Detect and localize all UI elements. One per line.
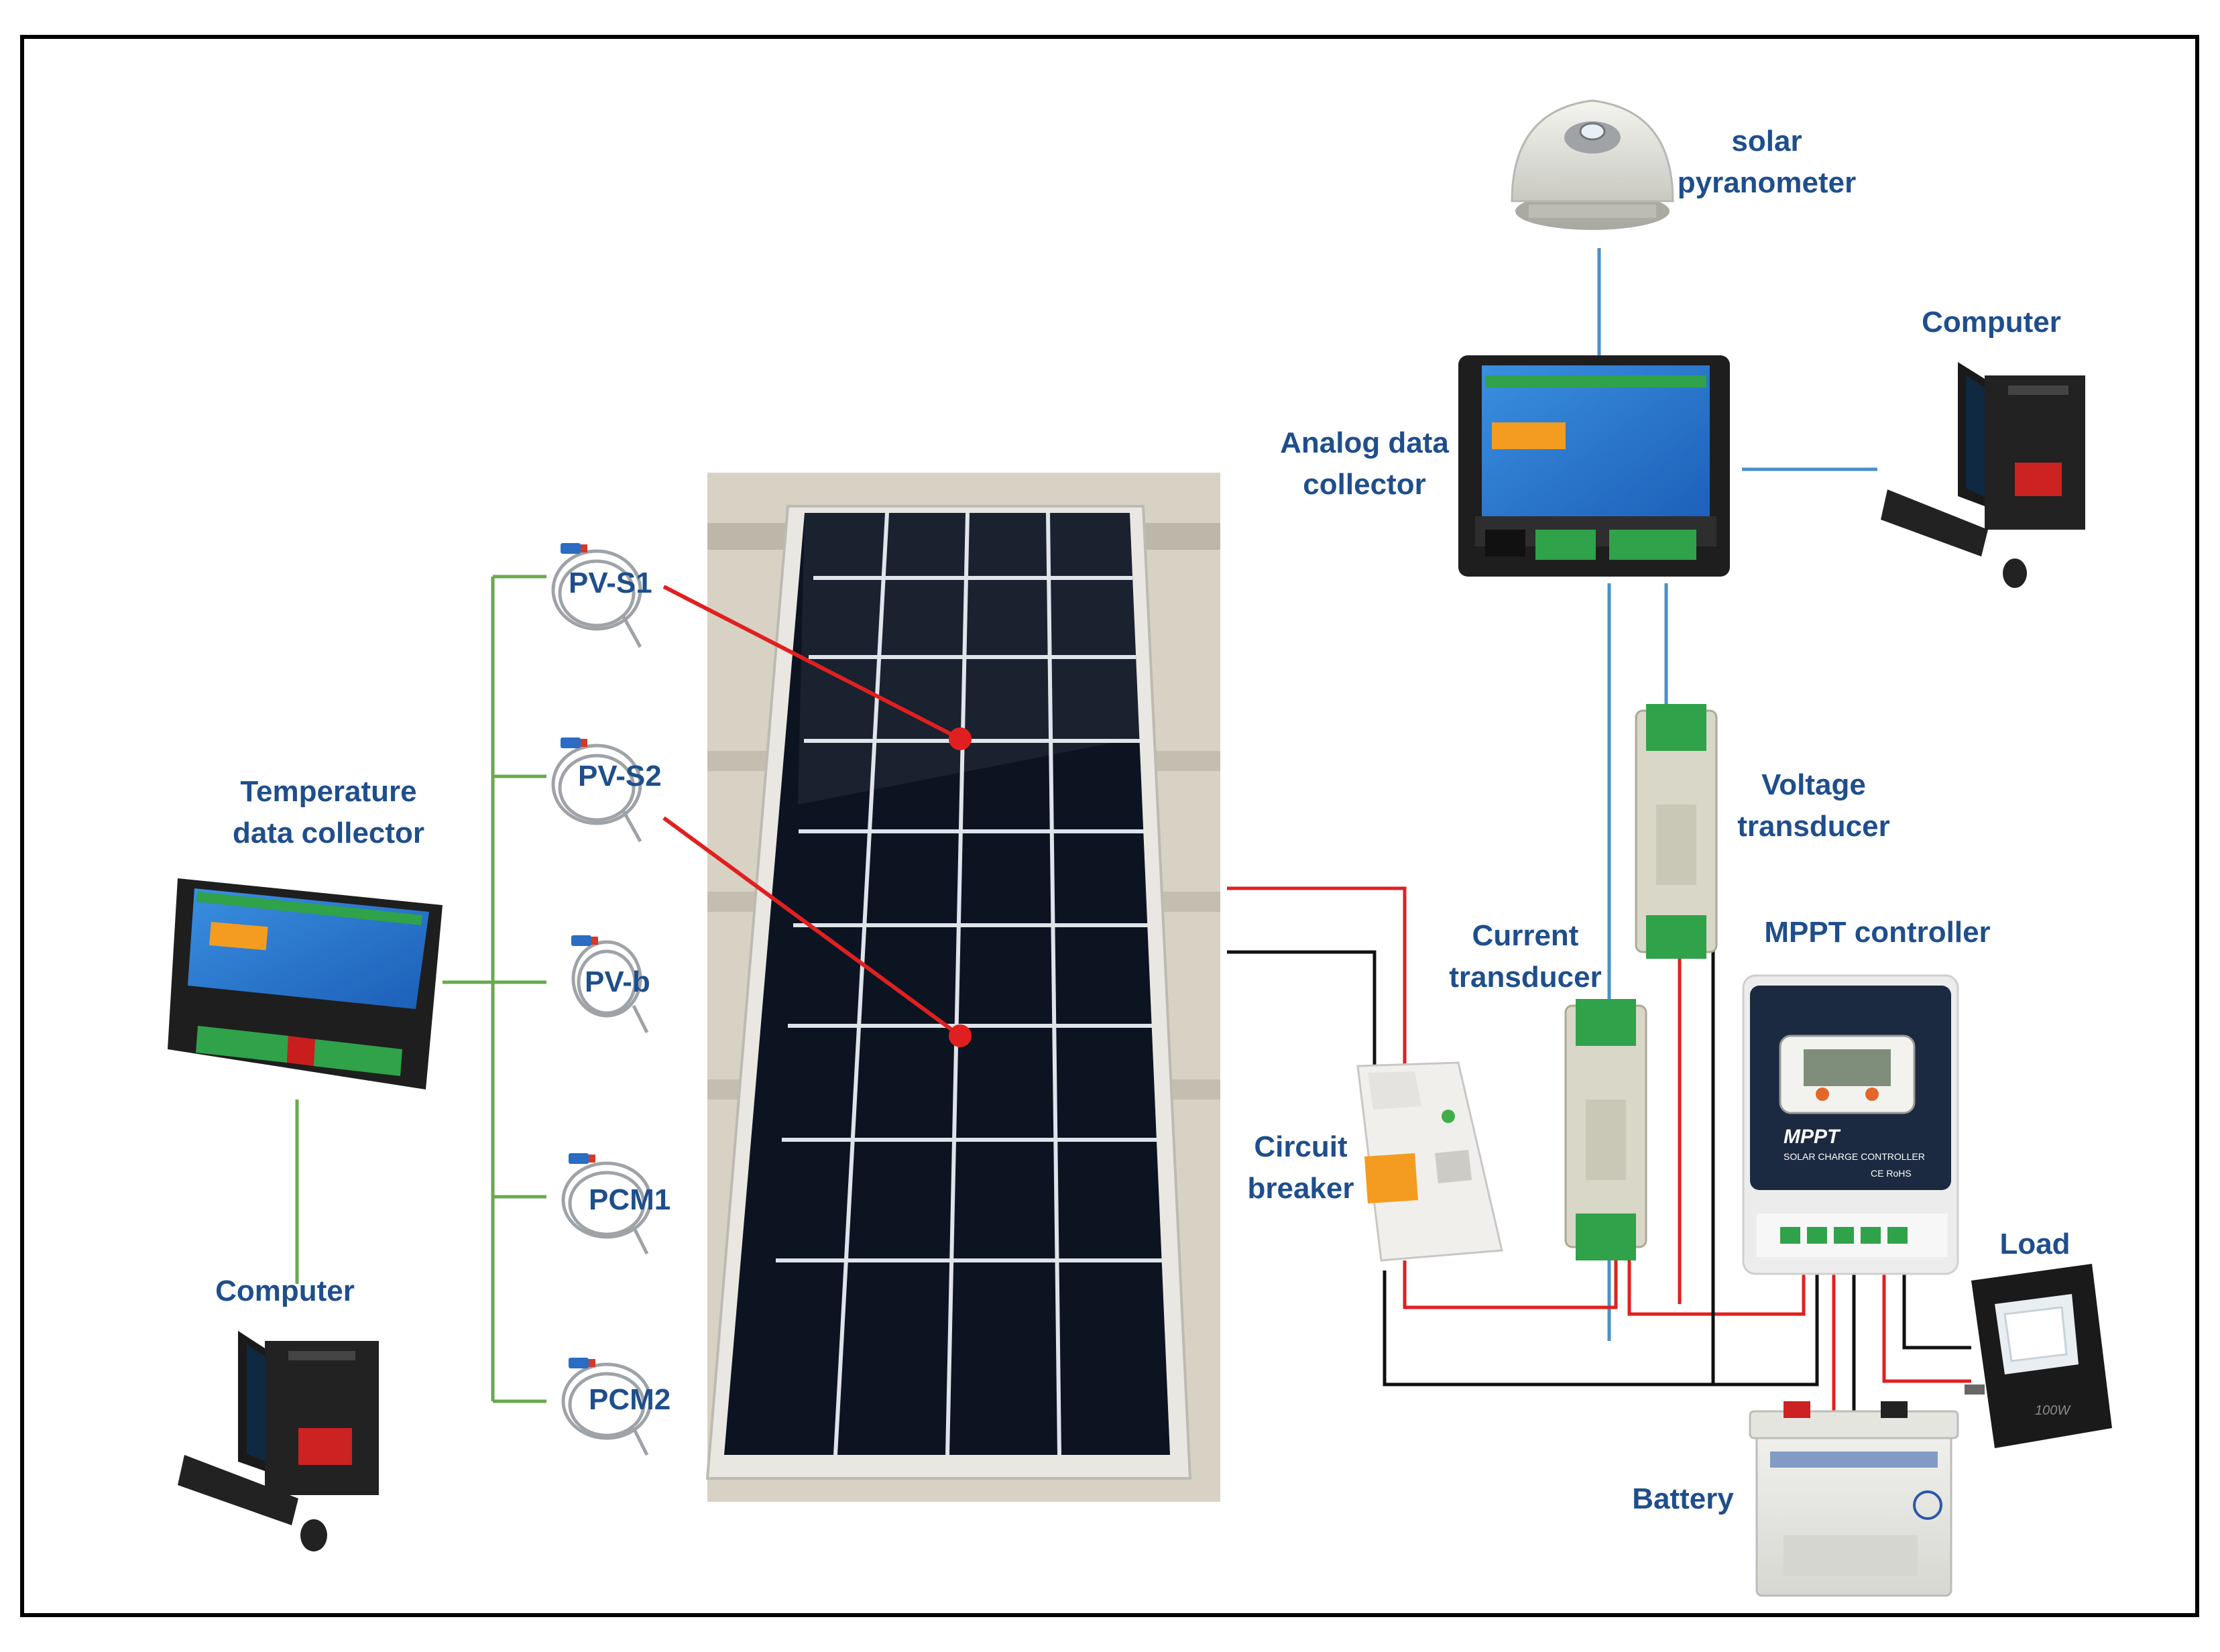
- current-transducer-label: Current transducer: [1432, 915, 1619, 998]
- battery-label: Battery: [1632, 1482, 1734, 1515]
- solar-pyranometer-label-line2: pyranometer: [1677, 166, 1857, 199]
- analog-collector-device: [1458, 355, 1730, 577]
- computer-left-label: Computer: [215, 1275, 355, 1307]
- probe-pv-s1: [551, 549, 642, 648]
- voltage-transducer-device: [1635, 704, 1718, 959]
- temperature-collector-label-line2: data collector: [232, 817, 425, 849]
- sensor-label-pv-s2: PV-S2: [578, 760, 662, 792]
- probe-pcm2: [561, 1362, 652, 1456]
- sensor-label-pv-s1: PV-S1: [569, 567, 652, 599]
- load-floodlight-device: [1965, 1264, 2112, 1448]
- load-rating: 100W: [2035, 1403, 2071, 1418]
- probe-pv-b: [571, 940, 649, 1034]
- positive-wiring: [1227, 886, 1971, 1415]
- current-transducer-label-line1: Current: [1472, 919, 1579, 952]
- probe-plugs: [561, 543, 591, 1368]
- analog-collector-label-line1: Analog data: [1280, 426, 1449, 459]
- sensor-label-pcm2: PCM2: [589, 1383, 671, 1416]
- voltage-transducer-label: Voltage transducer: [1720, 764, 1908, 847]
- solar-panel: [705, 473, 1220, 1502]
- temperature-collector-device: [168, 878, 443, 1089]
- current-transducer-device: [1564, 999, 1647, 1260]
- battery-device: [1749, 1401, 1959, 1597]
- analog-collector-label-line2: collector: [1303, 468, 1426, 501]
- circuit-breaker-label: Circuit breaker: [1234, 1126, 1368, 1210]
- circuit-breaker-label-line1: Circuit: [1254, 1130, 1348, 1163]
- sensor-placement-pointers: [662, 585, 972, 1047]
- voltage-transducer-label-line1: Voltage: [1761, 768, 1866, 801]
- current-transducer-label-line2: transducer: [1449, 961, 1602, 994]
- circuit-breaker-label-line2: breaker: [1247, 1172, 1354, 1205]
- solar-pyranometer-label: solar pyranometer: [1670, 121, 1864, 204]
- temperature-sensor-wiring: [295, 575, 546, 1403]
- temperature-collector-label-line1: Temperature: [240, 775, 417, 808]
- mppt-logo: MPPT: [1784, 1126, 1841, 1148]
- temperature-collector-label: Temperature data collector: [215, 771, 443, 854]
- sensor-label-pv-b: PV-b: [585, 965, 650, 998]
- solar-pyranometer-label-line1: solar: [1731, 125, 1802, 158]
- circuit-breaker-device: [1356, 1061, 1503, 1262]
- mppt-ce-mark: CE RoHS: [1871, 1168, 1912, 1179]
- mppt-subtitle: SOLAR CHARGE CONTROLLER: [1784, 1151, 1925, 1162]
- load-label: Load: [1999, 1228, 2070, 1260]
- solar-cells: [776, 512, 1162, 1456]
- voltage-transducer-label-line2: transducer: [1737, 810, 1890, 843]
- probe-pcm1: [561, 1161, 652, 1255]
- temperature-probes: [551, 549, 652, 1456]
- probe-plug-tips: [581, 544, 598, 1367]
- mppt-controller-device: [1742, 974, 1959, 1275]
- negative-wiring: [1227, 945, 1971, 1415]
- probe-pv-s2: [551, 744, 642, 843]
- pyranometer-device: [1511, 99, 1674, 230]
- mppt-controller-label: MPPT controller: [1764, 916, 1991, 949]
- analog-collector-label: Analog data collector: [1261, 422, 1468, 506]
- computer-left-device: [178, 1331, 379, 1551]
- sensor-label-pcm1: PCM1: [589, 1183, 671, 1216]
- diagram-frame: [20, 35, 2199, 1617]
- computer-right-device: [1881, 362, 2085, 588]
- computer-right-label: Computer: [1922, 306, 2061, 339]
